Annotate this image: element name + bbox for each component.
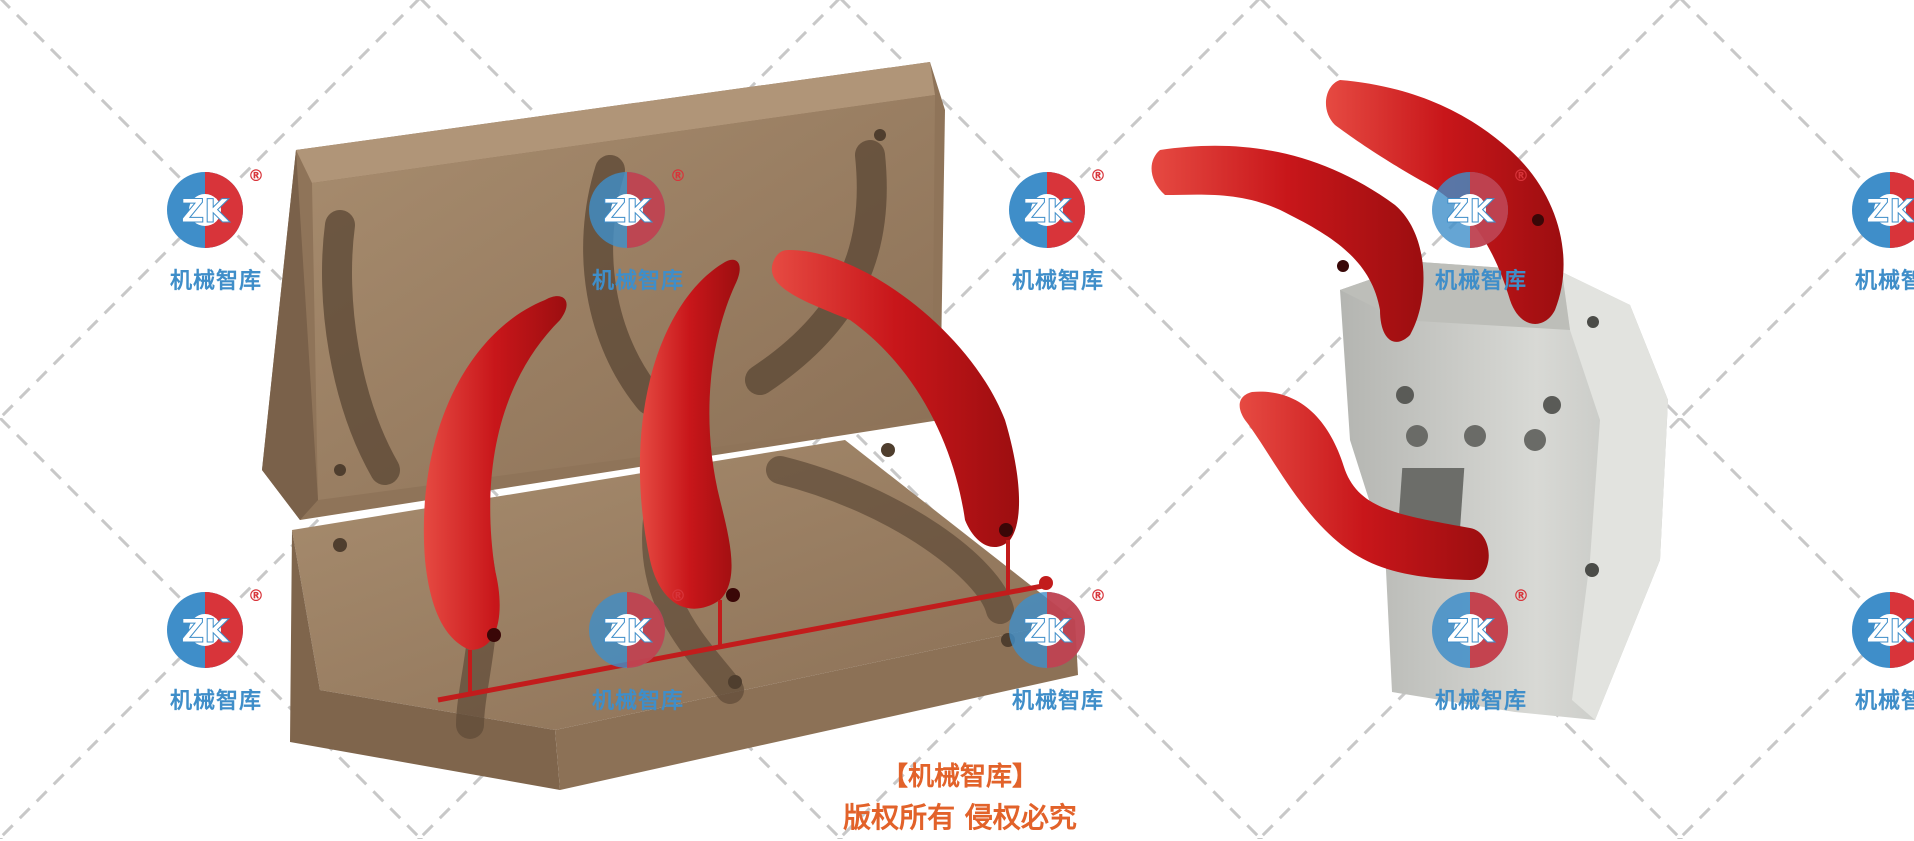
- gripper-finger-right: [1325, 80, 1564, 324]
- watermark-logo: ZK ® 机械智库: [1002, 585, 1112, 715]
- svg-text:®: ®: [1513, 166, 1529, 185]
- gear-logo-icon: ZK: [1852, 172, 1914, 248]
- watermark-logo: ZK ® 机械智库: [1002, 165, 1112, 295]
- svg-text:ZK: ZK: [1023, 612, 1072, 650]
- watermark-text: 机械智库: [169, 689, 262, 714]
- gripper-finger-left: [1151, 145, 1424, 342]
- svg-text:®: ®: [248, 166, 264, 185]
- svg-text:ZK: ZK: [603, 612, 652, 650]
- molded-part-3: [771, 250, 1020, 548]
- watermark-logo: ZK ® 机械智库: [582, 585, 692, 715]
- svg-text:ZK: ZK: [1446, 192, 1495, 230]
- svg-text:ZK: ZK: [181, 612, 230, 650]
- gripper-assembly: [1151, 80, 1668, 720]
- svg-text:®: ®: [1090, 586, 1106, 605]
- svg-text:®: ®: [670, 586, 686, 605]
- svg-text:®: ®: [1090, 166, 1106, 185]
- gear-logo-icon: ZK ®: [1432, 166, 1529, 248]
- watermark-text: 机械智库: [1011, 689, 1104, 714]
- watermark-text: 机械智库: [591, 269, 684, 294]
- copyright-title: 【机械智库】: [881, 762, 1038, 792]
- molded-part-2: [639, 259, 740, 609]
- runner-bar: [437, 582, 1049, 703]
- gear-logo-icon: ZK ®: [1009, 166, 1106, 248]
- watermark-text: 机械智库: [169, 269, 262, 294]
- svg-text:®: ®: [670, 166, 686, 185]
- svg-text:ZK: ZK: [1866, 612, 1914, 650]
- svg-text:®: ®: [1513, 586, 1529, 605]
- molded-part-1: [423, 296, 567, 650]
- watermark-text: 机械智库: [591, 689, 684, 714]
- gear-logo-icon: ZK ®: [589, 586, 686, 668]
- gear-logo-icon: ZK ®: [589, 166, 686, 248]
- watermark-logo: ZK ® 机械智库: [160, 585, 270, 715]
- mold-assembly: [262, 62, 1078, 790]
- watermark-logo: ZK ® 机械智库: [582, 165, 692, 295]
- watermark-logo: ZK ® 机械智库: [1425, 165, 1535, 295]
- watermark-text: 机械智库: [1854, 689, 1914, 714]
- gear-logo-icon: ZK ®: [167, 586, 264, 668]
- watermark-logo: ZK ® 机械智库: [160, 165, 270, 295]
- watermark-text: 机械智库: [1434, 269, 1527, 294]
- svg-text:®: ®: [248, 586, 264, 605]
- gripper-finger-lower: [1239, 391, 1489, 580]
- gear-logo-icon: ZK: [1852, 592, 1914, 668]
- svg-text:ZK: ZK: [1023, 192, 1072, 230]
- watermark-logo: ZK 机械智库: [1845, 165, 1914, 295]
- gear-logo-icon: ZK ®: [167, 166, 264, 248]
- watermark-logo: ZK ® 机械智库: [1425, 585, 1535, 715]
- gear-logo-icon: ZK ®: [1432, 586, 1529, 668]
- svg-text:ZK: ZK: [1446, 612, 1495, 650]
- watermark-text: 机械智库: [1434, 689, 1527, 714]
- svg-text:ZK: ZK: [1866, 192, 1914, 230]
- watermark-text: 机械智库: [1854, 269, 1914, 294]
- copyright-notice: 版权所有 侵权必究: [843, 801, 1077, 834]
- svg-text:ZK: ZK: [603, 192, 652, 230]
- watermark-logo: ZK 机械智库: [1845, 585, 1914, 715]
- gear-logo-icon: ZK ®: [1009, 586, 1106, 668]
- watermark-text: 机械智库: [1011, 269, 1104, 294]
- svg-text:ZK: ZK: [181, 192, 230, 230]
